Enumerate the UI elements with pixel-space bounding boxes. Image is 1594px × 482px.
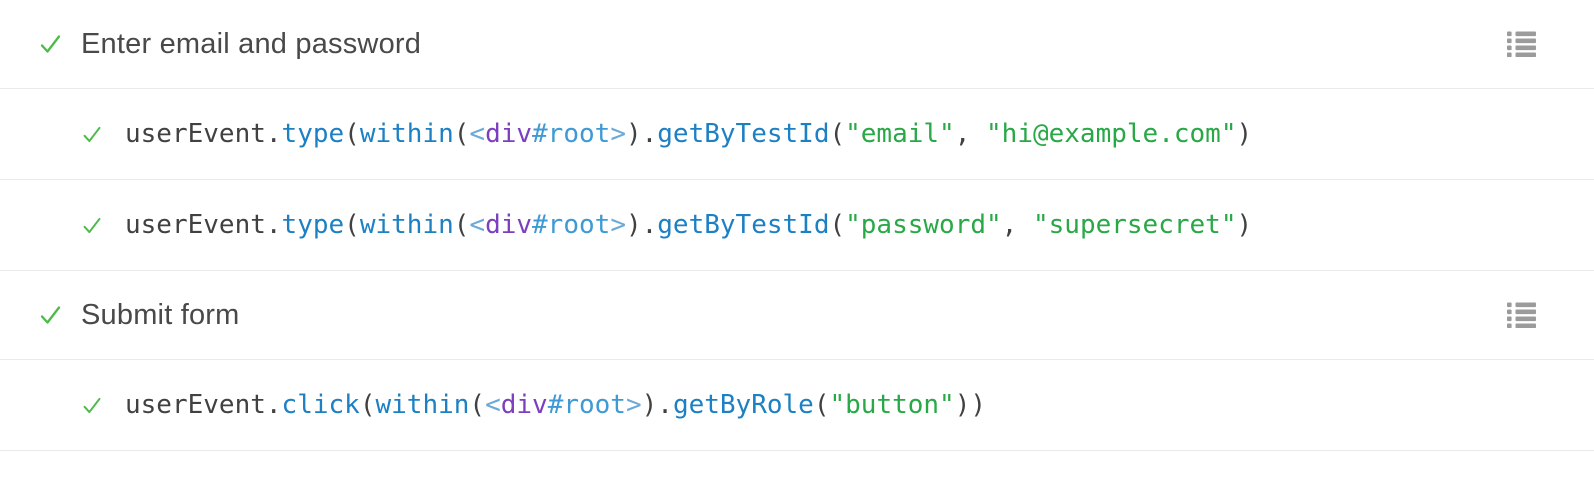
check-icon xyxy=(80,215,104,236)
code-token: ( xyxy=(453,119,470,149)
code-token: div xyxy=(500,390,548,420)
code-token: "password" xyxy=(845,210,1002,240)
interaction-step-row[interactable]: userEvent.type(within(<div#root>).getByT… xyxy=(0,180,1594,271)
code-token: within xyxy=(375,390,470,420)
code-token: ( xyxy=(359,390,376,420)
code-token: ). xyxy=(625,119,658,149)
code-token: userEvent. xyxy=(125,210,282,240)
code-token: ). xyxy=(625,210,658,240)
code-token: click xyxy=(281,390,360,420)
interactions-list: Enter email and password u xyxy=(0,0,1594,451)
code-token: div xyxy=(485,119,533,149)
code-token: userEvent. xyxy=(125,390,282,420)
group-label: Submit form xyxy=(81,298,240,331)
code-token: ( xyxy=(344,119,360,149)
list-icon xyxy=(1507,31,1536,57)
code-token: "hi@example.com" xyxy=(986,119,1237,149)
code-token: #root xyxy=(532,119,611,149)
code-token: ( xyxy=(344,210,360,240)
code-token: , xyxy=(954,119,987,149)
code-token: "button" xyxy=(829,390,955,420)
code-token: ) xyxy=(1236,210,1253,240)
step-code: userEvent.type(within(<div#root>).getByT… xyxy=(125,119,1252,149)
group-steps-button[interactable] xyxy=(1507,31,1536,57)
code-token: ( xyxy=(469,390,486,420)
code-token: < xyxy=(469,119,486,149)
code-token: within xyxy=(359,119,454,149)
interaction-group-row[interactable]: Enter email and password xyxy=(0,0,1594,89)
code-token: type xyxy=(281,210,345,240)
check-icon xyxy=(80,395,104,416)
group-label: Enter email and password xyxy=(81,27,422,60)
code-token: getByTestId xyxy=(657,210,830,240)
check-icon xyxy=(37,32,64,56)
code-token: type xyxy=(281,119,345,149)
code-token: ( xyxy=(829,119,846,149)
code-token: userEvent. xyxy=(125,119,282,149)
code-token: "email" xyxy=(845,119,955,149)
code-token: ) xyxy=(1236,119,1253,149)
code-token: #root xyxy=(532,210,611,240)
code-token: < xyxy=(485,390,501,420)
code-token: ). xyxy=(641,390,673,420)
code-token: getByRole xyxy=(672,390,814,420)
interaction-step-row[interactable]: userEvent.click(within(<div#root>).getBy… xyxy=(0,360,1594,451)
code-token: > xyxy=(610,119,626,149)
code-token: > xyxy=(625,390,642,420)
interaction-step-row[interactable]: userEvent.type(within(<div#root>).getByT… xyxy=(0,89,1594,180)
code-token: > xyxy=(610,210,626,240)
code-token: ( xyxy=(829,210,846,240)
code-token: #root xyxy=(547,390,626,420)
code-token: < xyxy=(469,210,486,240)
code-token: div xyxy=(485,210,533,240)
code-token: getByTestId xyxy=(657,119,830,149)
code-token: "supersecret" xyxy=(1032,210,1237,240)
check-icon xyxy=(80,124,104,145)
code-token: within xyxy=(359,210,454,240)
list-icon xyxy=(1507,302,1536,328)
step-code: userEvent.click(within(<div#root>).getBy… xyxy=(125,390,986,420)
interaction-group-row[interactable]: Submit form xyxy=(0,271,1594,360)
step-code: userEvent.type(within(<div#root>).getByT… xyxy=(125,210,1252,240)
code-token: ( xyxy=(813,390,830,420)
code-token: , xyxy=(1001,210,1033,240)
code-token: ( xyxy=(453,210,470,240)
group-steps-button[interactable] xyxy=(1507,302,1536,328)
code-token: )) xyxy=(954,390,987,420)
check-icon xyxy=(37,303,64,327)
